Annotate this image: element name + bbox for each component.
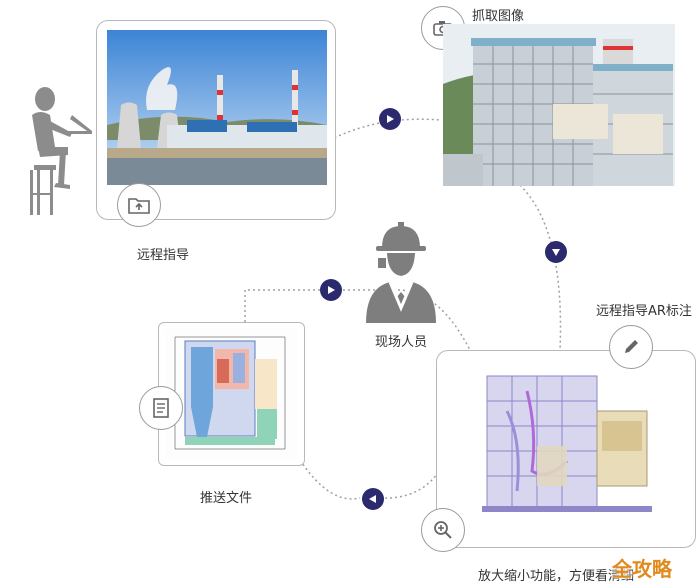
remote-monitor-panel bbox=[96, 20, 336, 227]
watermark-text: 全攻略 bbox=[612, 557, 672, 581]
ar-annotation-panel bbox=[436, 350, 696, 548]
field-personnel-label: 现场人员 bbox=[375, 335, 428, 350]
boiler-3d-model bbox=[477, 361, 657, 516]
folder-upload-icon[interactable] bbox=[117, 183, 161, 227]
capture-image-label: 抓取图像 bbox=[472, 9, 525, 24]
document-icon[interactable] bbox=[139, 386, 183, 430]
pencil-icon[interactable] bbox=[609, 325, 653, 369]
zoom-in-icon[interactable] bbox=[421, 508, 465, 552]
document-panel bbox=[158, 322, 305, 466]
arrow-right-2[interactable] bbox=[320, 279, 342, 301]
zoom-feature-label: 放大缩小功能，方便看清细 bbox=[478, 569, 635, 584]
arrow-down[interactable] bbox=[545, 241, 567, 263]
boiler-schematic bbox=[165, 329, 298, 459]
hardhat-worker-icon bbox=[360, 218, 442, 326]
boiler-structure-photo bbox=[443, 24, 675, 186]
arrow-right-1[interactable] bbox=[379, 108, 401, 130]
arrow-left[interactable] bbox=[362, 488, 384, 510]
remote-guidance-label: 远程指导 bbox=[137, 248, 190, 263]
power-plant-photo bbox=[107, 30, 327, 185]
push-file-label: 推送文件 bbox=[200, 491, 253, 506]
remote-guidance-ar-label: 远程指导AR标注 bbox=[596, 304, 692, 319]
operator-icon bbox=[10, 85, 98, 220]
